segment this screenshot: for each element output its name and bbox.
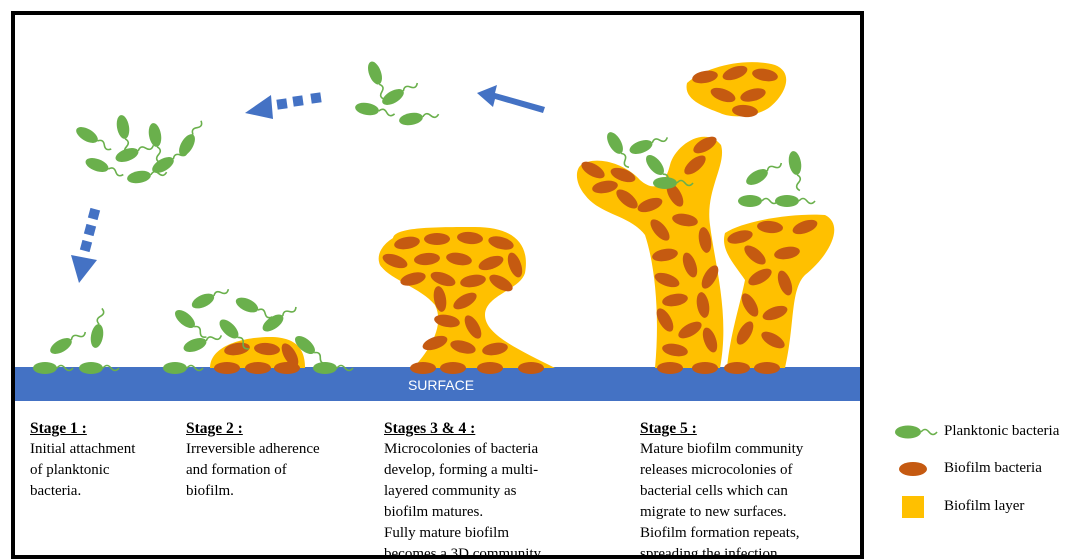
legend-item-biofilm-layer: Biofilm layer [892, 495, 1085, 519]
stage-5-line: migrate to new surfaces. [640, 502, 803, 523]
legend-label-planktonic: Planktonic bacteria [944, 423, 1059, 440]
stage-34-caption: Stages 3 & 4 : Microcolonies of bacteria… [384, 418, 544, 559]
stage-34-line: develop, forming a multi- [384, 460, 544, 481]
migrating-bacteria-right [354, 60, 439, 127]
stage-34-line: Microcolonies of bacteria [384, 439, 544, 460]
stage-5-line: Mature biofilm community [640, 439, 803, 460]
arrow-solid [477, 85, 545, 113]
stage-2-line: biofilm. [186, 481, 320, 502]
legend-label-biofilm-bacteria: Biofilm bacteria [944, 460, 1042, 477]
stage-5-line: spreading the infection. [640, 544, 803, 559]
stage-2-caption: Stage 2 : Irreversible adherence and for… [186, 418, 320, 502]
stage1-bacteria [33, 307, 119, 374]
stage-5-title: Stage 5 : [640, 418, 803, 439]
stage34-biofilm [379, 227, 555, 374]
diagram-frame: SURFACE Stage 1 : Initial attachment of … [11, 11, 864, 559]
planktonic-bacterium-icon [892, 420, 942, 444]
stage-34-line: layered community as [384, 481, 544, 502]
biofilm-layer-swatch [892, 495, 942, 519]
stage-1-line: of planktonic [30, 460, 135, 481]
stage-34-title: Stages 3 & 4 : [384, 418, 544, 439]
stage-34-line: becomes a 3D community. [384, 544, 544, 559]
legend-item-biofilm-bacteria: Biofilm bacteria [892, 457, 1085, 481]
stage-1-title: Stage 1 : [30, 418, 135, 439]
stage-1-caption: Stage 1 : Initial attachment of plankton… [30, 418, 135, 502]
surface-label: SURFACE [408, 377, 474, 393]
stage-1-line: Initial attachment [30, 439, 135, 460]
stage-34-line: Fully mature biofilm [384, 523, 544, 544]
stage-34-line: biofilm matures. [384, 502, 544, 523]
stage-2-line: Irreversible adherence [186, 439, 320, 460]
legend-label-biofilm-layer: Biofilm layer [944, 498, 1024, 515]
arrow-dashed-left [245, 92, 322, 119]
stage-5-line: Biofilm formation repeats, [640, 523, 803, 544]
stage-5-line: bacterial cells which can [640, 481, 803, 502]
arrow-dashed-down [71, 208, 100, 283]
stage-1-line: bacteria. [30, 481, 135, 502]
stage-2-line: and formation of [186, 460, 320, 481]
stage5-biofilm [577, 62, 834, 374]
stage-5-caption: Stage 5 : Mature biofilm community relea… [640, 418, 803, 559]
biofilm-bacterium-icon [892, 457, 942, 481]
stage2-biofilm [210, 337, 305, 374]
migrating-bacteria-left [74, 114, 207, 185]
stage-2-title: Stage 2 : [186, 418, 320, 439]
legend-item-planktonic: Planktonic bacteria [892, 420, 1085, 444]
stage-5-line: releases microcolonies of [640, 460, 803, 481]
